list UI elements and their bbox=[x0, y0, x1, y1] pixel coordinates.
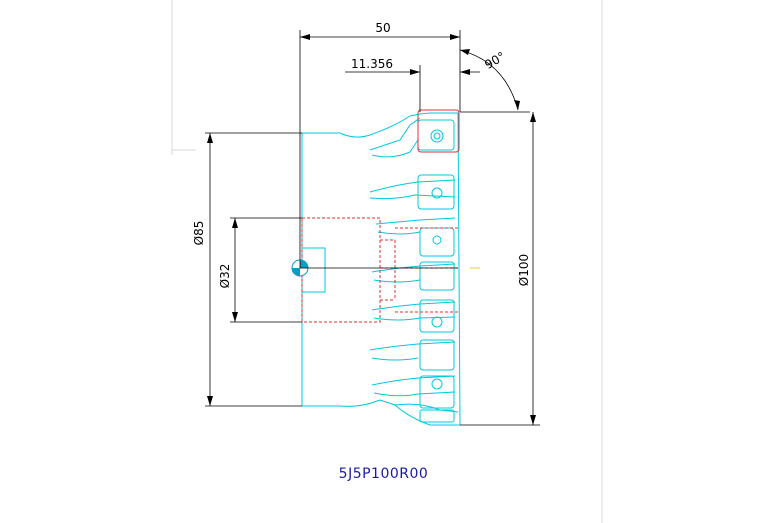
insert-highlight bbox=[417, 109, 460, 153]
drawing-frame bbox=[171, 0, 603, 523]
dim-cutting-diameter: Ø100 bbox=[517, 254, 531, 286]
dimension-lines bbox=[205, 30, 540, 426]
part-number: 5J5P100R00 bbox=[338, 466, 429, 482]
dim-insert-offset: 11.356 bbox=[351, 57, 393, 71]
dim-lead-angle: 90° bbox=[482, 49, 507, 72]
dim-body-diameter: Ø85 bbox=[192, 221, 206, 246]
dimension-arrows bbox=[207, 34, 536, 425]
dim-bore-diameter: Ø32 bbox=[218, 264, 232, 289]
tool-body-outline bbox=[301, 112, 461, 426]
dim-overall-length: 50 bbox=[375, 21, 390, 35]
